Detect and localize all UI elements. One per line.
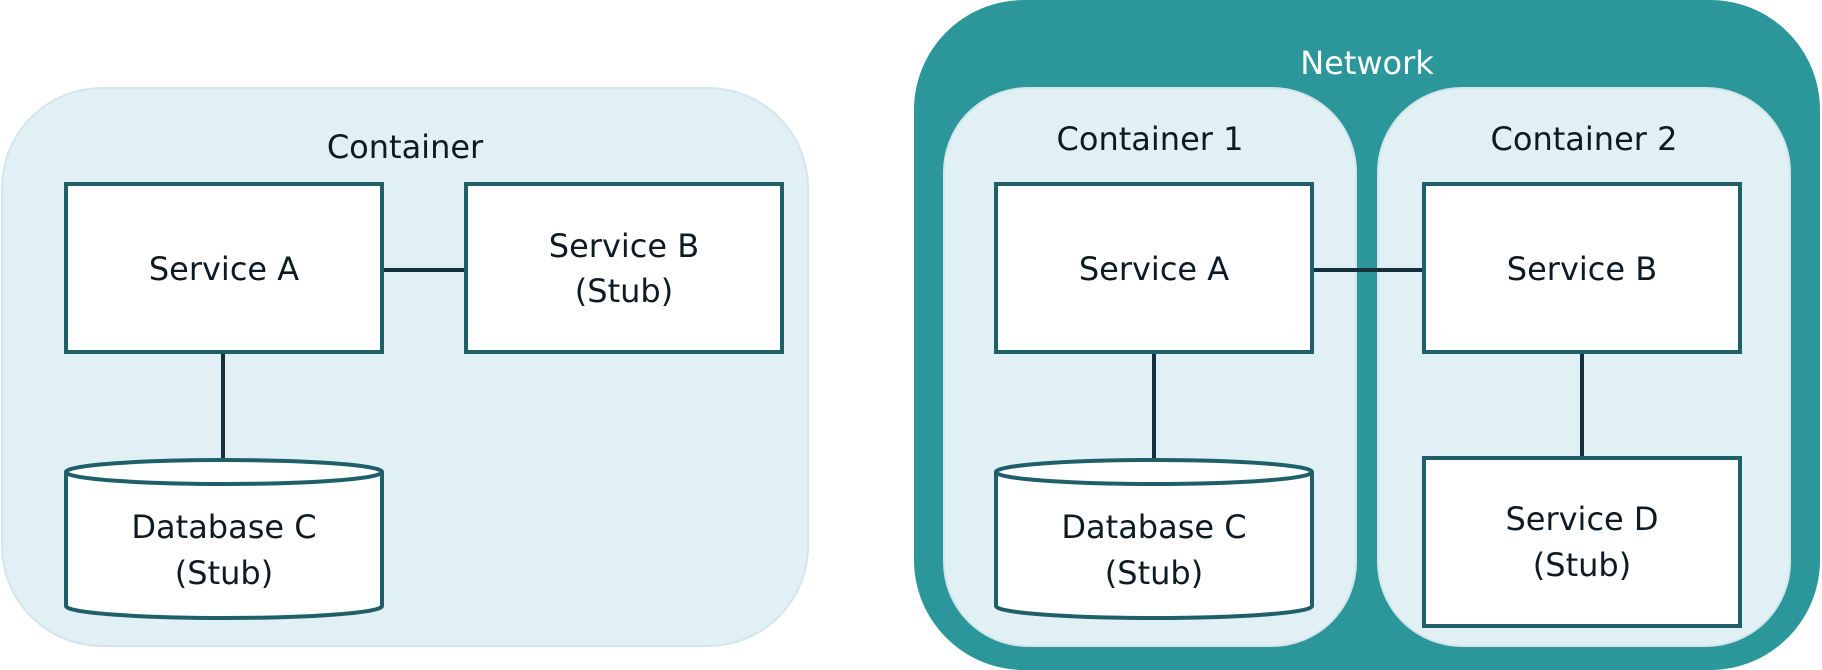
left-service-a-label: Service A: [149, 250, 299, 288]
left-database-c-label: Database C: [131, 508, 316, 546]
left-container-label: Container: [327, 128, 484, 166]
right-service-a-box: Service A: [994, 182, 1314, 354]
container-1-label: Container 1: [1057, 120, 1244, 158]
right-database-c-label: Database C: [1061, 508, 1246, 546]
right-diagram: Network Container 1 Container 2 Service …: [914, 0, 1820, 670]
left-database-c-cylinder: Database C (Stub): [64, 458, 384, 620]
right-service-b-label: Service B: [1507, 250, 1657, 288]
left-database-c-sublabel: (Stub): [175, 554, 273, 592]
left-service-b-label: Service B: [549, 227, 699, 265]
left-service-b-box: Service B (Stub): [464, 182, 784, 354]
right-service-d-sublabel: (Stub): [1533, 546, 1631, 584]
right-service-a-label: Service A: [1079, 250, 1229, 288]
left-diagram: Container Service A Service B (Stub) Dat…: [1, 87, 809, 647]
right-service-b-box: Service B: [1422, 182, 1742, 354]
network-label: Network: [1300, 44, 1434, 82]
container-2-label: Container 2: [1491, 120, 1678, 158]
left-service-a-box: Service A: [64, 182, 384, 354]
right-service-d-label: Service D: [1505, 500, 1658, 538]
right-database-c-sublabel: (Stub): [1105, 554, 1203, 592]
left-service-b-sublabel: (Stub): [575, 272, 673, 310]
right-database-c-cylinder: Database C (Stub): [994, 458, 1314, 620]
right-service-d-box: Service D (Stub): [1422, 456, 1742, 628]
